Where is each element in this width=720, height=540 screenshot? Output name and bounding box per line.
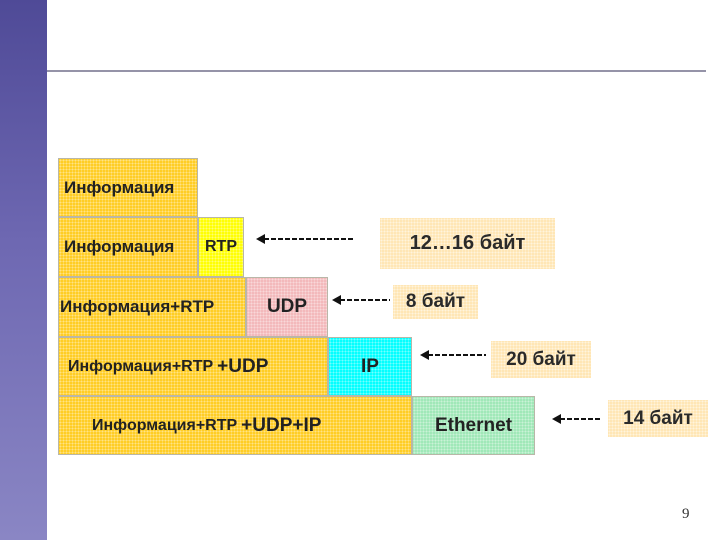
slide-sidebar (0, 0, 47, 540)
plus-udp-label: +UDP (217, 355, 269, 377)
arrow-head-icon (256, 234, 265, 244)
udp-label: UDP (266, 296, 308, 317)
ethernet-header-box: Ethernet (412, 396, 535, 455)
payload-udp-box-row-4: Информация+RTP +UDP (58, 337, 328, 396)
ethernet-label: Ethernet (434, 414, 513, 436)
ethernet-header-size: 14 байт (608, 400, 708, 437)
ip-size-arrow (420, 350, 486, 360)
payload-rtp-label: Информация+RTP (92, 416, 238, 434)
udp-size-arrow (332, 295, 390, 305)
ip-label: IP (361, 355, 379, 377)
rtp-size-arrow (256, 234, 354, 244)
payload-label: Информация (64, 237, 175, 256)
rtp-header-size: 12…16 байт (380, 218, 555, 269)
payload-rtp-label: Информация+RTP (68, 357, 214, 375)
rtp-label: RTP (205, 238, 237, 255)
title-divider (47, 70, 706, 72)
udp-header-size: 8 байт (393, 285, 478, 319)
payload-label: Информация (64, 177, 175, 197)
udp-header-box: UDP (246, 277, 328, 337)
arrow-head-icon (332, 295, 341, 305)
rtp-header-box: RTP (198, 217, 244, 277)
payload-box-row-1: Информация (58, 158, 198, 217)
payload-rtp-label: Информация+RTP (60, 297, 215, 316)
plus-udp-ip-label: +UDP+IP (241, 414, 322, 436)
ethernet-size-arrow (552, 414, 602, 424)
arrow-head-icon (552, 414, 561, 424)
ip-header-box: IP (328, 337, 412, 396)
ip-header-size: 20 байт (491, 341, 591, 378)
arrow-head-icon (420, 350, 429, 360)
page-number: 9 (682, 506, 690, 522)
payload-box-row-2: Информация (58, 217, 198, 277)
payload-udp-ip-box-row-5: Информация+RTP +UDP+IP (58, 396, 412, 455)
payload-rtp-box-row-3: Информация+RTP (58, 277, 246, 337)
